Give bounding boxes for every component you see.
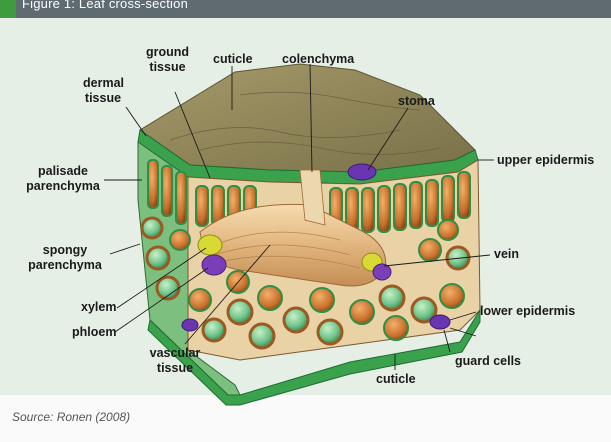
- label-cuticle-top: cuticle: [213, 52, 253, 67]
- label-xylem: xylem: [81, 300, 116, 315]
- label-upper-epidermis: upper epidermis: [497, 153, 594, 168]
- guard-cells-shape: [430, 315, 450, 329]
- label-spongy-parenchyma: spongy parenchyma: [24, 243, 106, 273]
- label-lower-epidermis: lower epidermis: [480, 304, 575, 319]
- xylem-cells: [198, 235, 222, 255]
- label-spongy-parenchyma-text: spongy parenchyma: [28, 243, 102, 272]
- label-phloem: phloem: [72, 325, 116, 340]
- label-dermal-tissue-text: dermal tissue: [83, 76, 124, 105]
- label-colenchyma: colenchyma: [282, 52, 354, 67]
- label-ground-tissue-text: ground tissue: [146, 45, 189, 74]
- label-guard-cells: guard cells: [455, 354, 521, 369]
- label-vein: vein: [494, 247, 519, 262]
- label-dermal-tissue: dermal tissue: [83, 76, 123, 106]
- phloem-cells: [202, 255, 226, 275]
- top-cuticle-surface: [140, 64, 475, 172]
- label-cuticle-bottom: cuticle: [376, 372, 416, 387]
- source-caption: Source: Ronen (2008): [12, 410, 130, 424]
- label-palisade-parenchyma-text: palisade parenchyma: [26, 164, 100, 193]
- label-vascular-tissue: vascular tissue: [148, 346, 202, 376]
- label-stoma: stoma: [398, 94, 435, 109]
- label-palisade-parenchyma: palisade parenchyma: [24, 164, 102, 194]
- label-vascular-tissue-text: vascular tissue: [150, 346, 201, 375]
- stoma-pore: [348, 164, 376, 180]
- label-ground-tissue: ground tissue: [145, 45, 190, 75]
